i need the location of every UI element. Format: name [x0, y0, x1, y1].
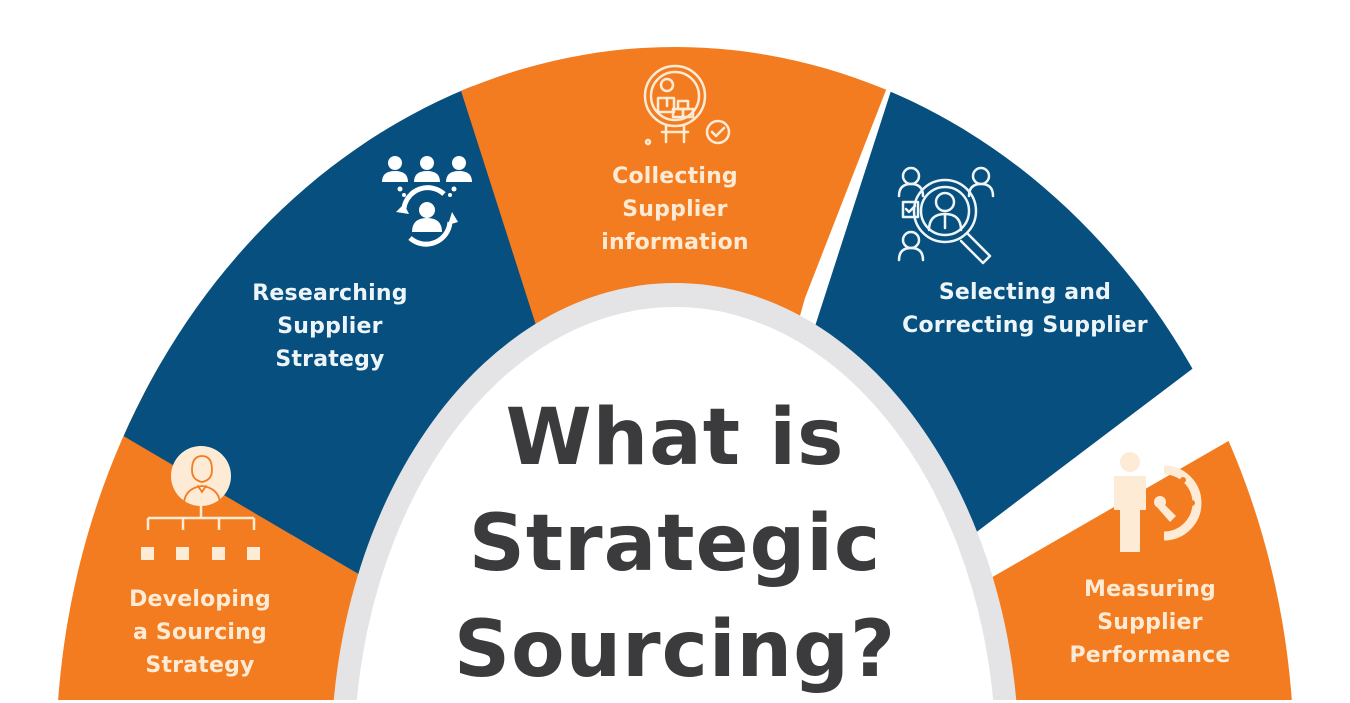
label-line: Supplier [1097, 610, 1203, 635]
segment-label-measuring: Measuring Supplier Performance [1050, 573, 1250, 672]
label-line: Strategy [145, 653, 255, 678]
magnifier-supplier-check-icon [643, 64, 731, 146]
person-performance-gauge-icon [1114, 452, 1202, 552]
label-line: Selecting and [938, 280, 1112, 305]
label-line: Strategy [275, 347, 385, 372]
center-disk [356, 307, 994, 700]
label-line: a Sourcing [133, 620, 267, 645]
label-line: Performance [1069, 643, 1231, 668]
label-line: Correcting Supplier [902, 313, 1148, 338]
label-line: Collecting [612, 164, 738, 189]
org-chart-person-icon [141, 446, 260, 560]
magnifier-people-select-icon [897, 166, 995, 265]
segment-developing-fill [56, 246, 675, 700]
label-line: Supplier [277, 314, 383, 339]
people-cycle-icon [382, 156, 472, 247]
segment-label-selecting: Selecting and Correcting Supplier [870, 276, 1180, 342]
label-line: Researching [252, 281, 408, 306]
segment-label-researching: Researching Supplier Strategy [220, 277, 440, 376]
segment-measuring [675, 250, 1294, 700]
label-line: information [601, 230, 749, 255]
label-line: Supplier [622, 197, 728, 222]
center-title: What is Strategic Sourcing? [400, 385, 950, 703]
title-line: What is [505, 393, 845, 483]
label-line: Developing [129, 587, 271, 612]
label-line: Measuring [1083, 577, 1217, 602]
segment-label-developing: Developing a Sourcing Strategy [100, 583, 300, 682]
title-line: Sourcing? [453, 605, 897, 695]
segment-label-collecting: Collecting Supplier information [575, 160, 775, 259]
title-line: Strategic [468, 499, 882, 589]
